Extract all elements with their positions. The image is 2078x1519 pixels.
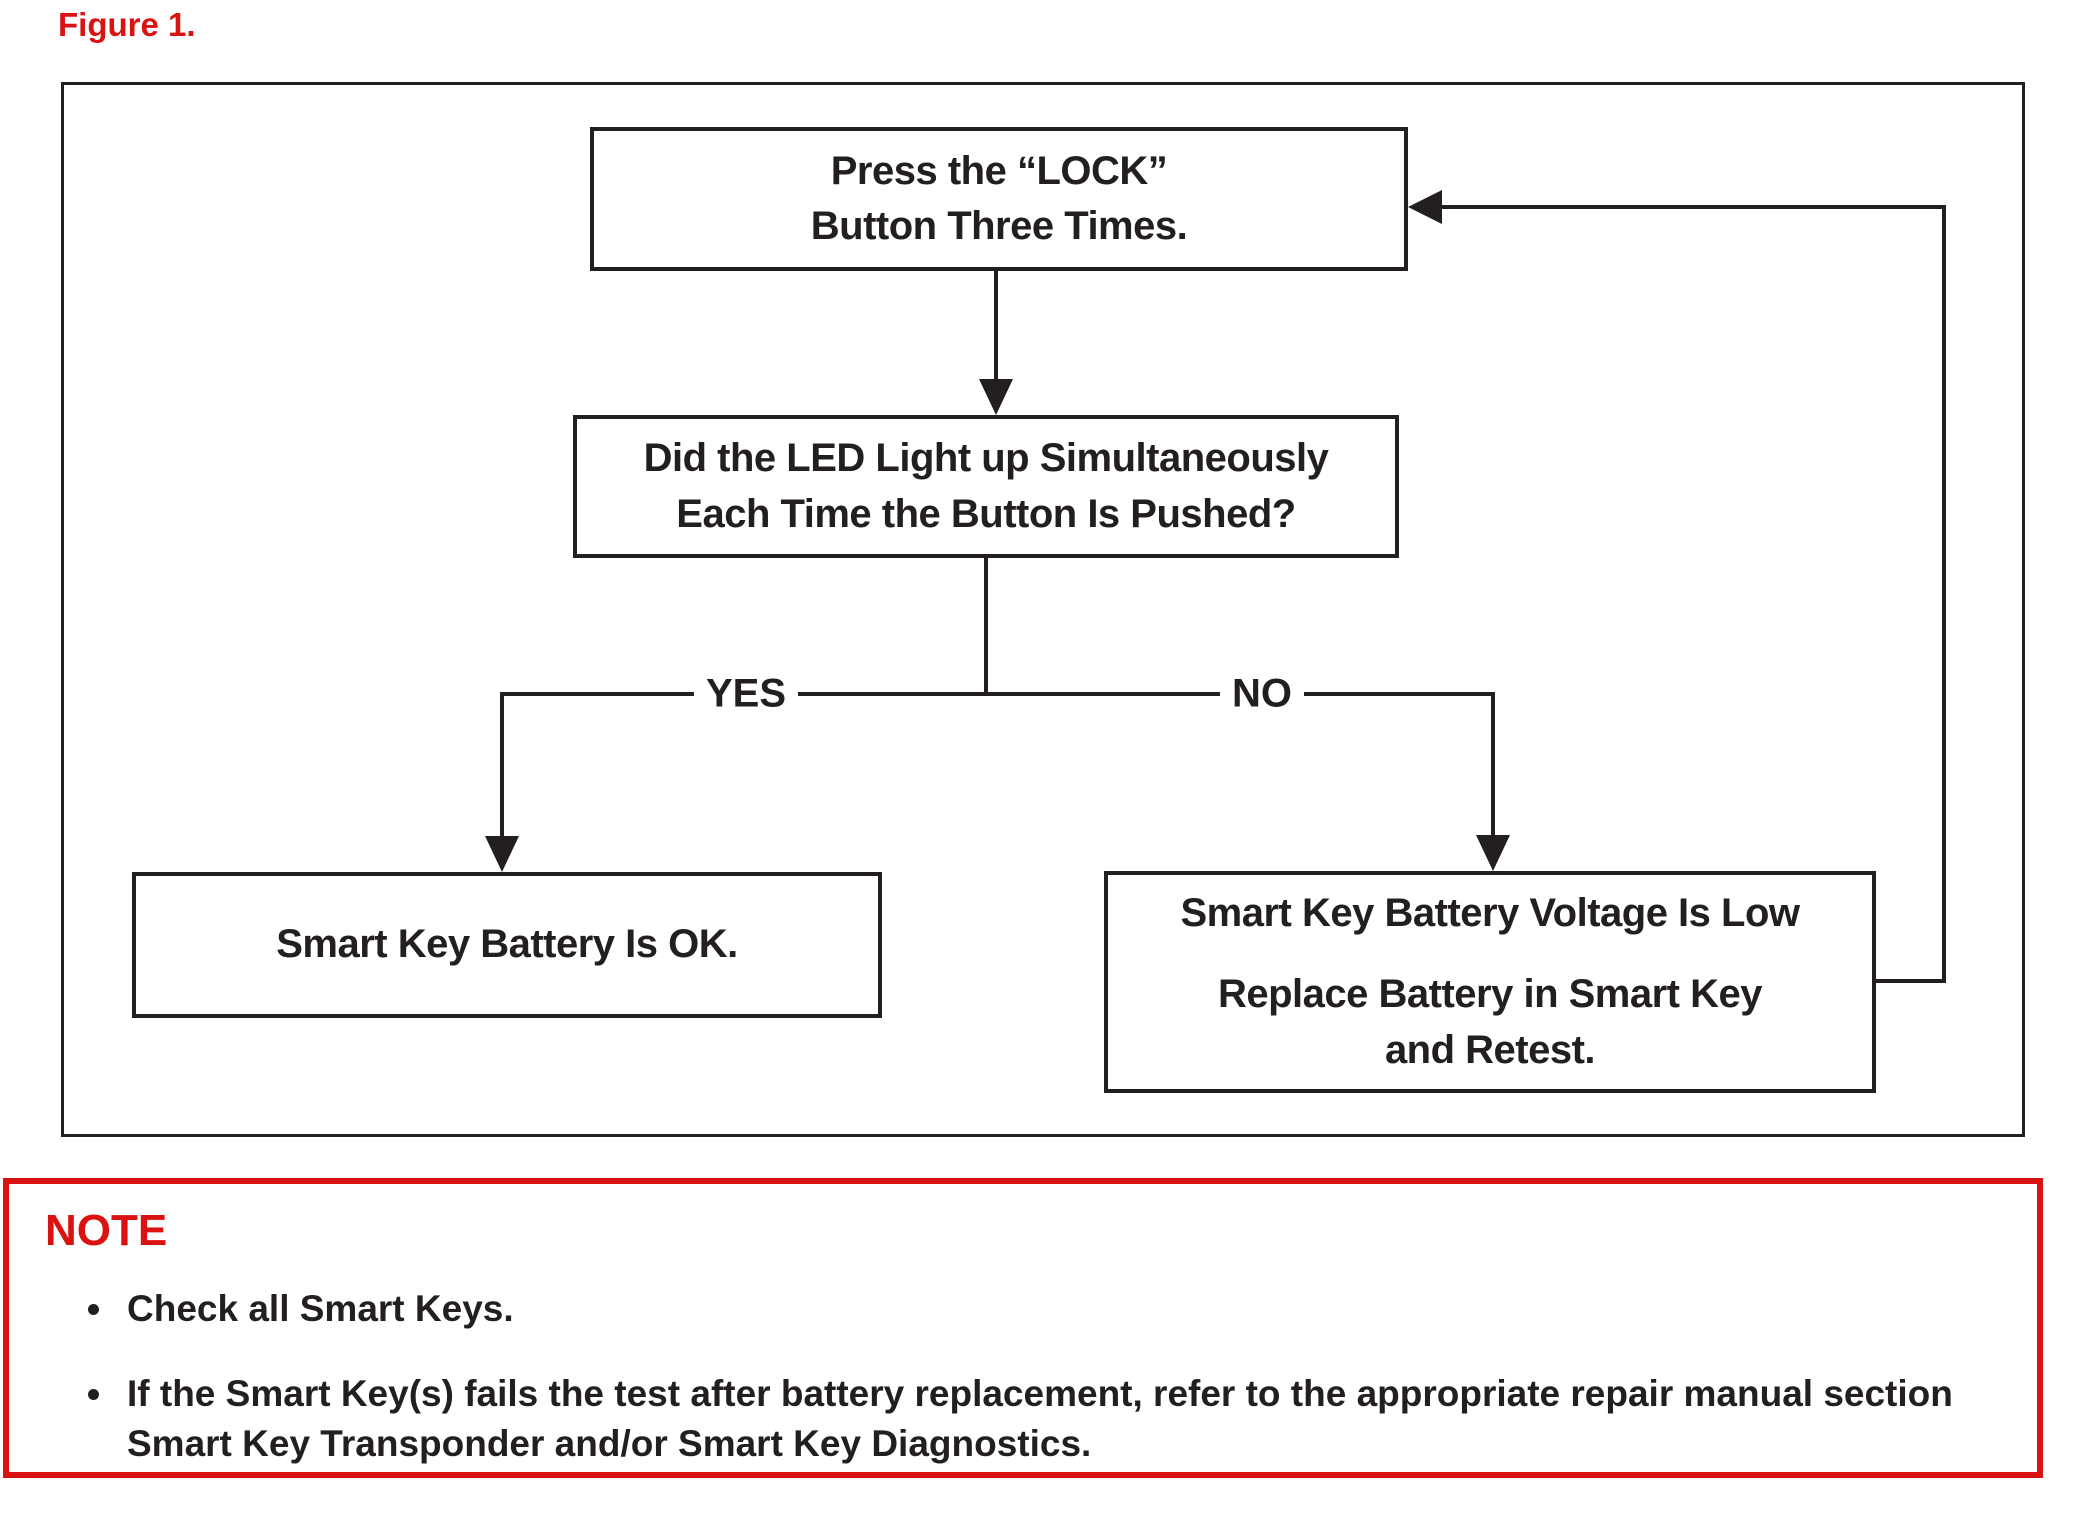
node-press-lock-line1: Press the “LOCK” xyxy=(830,148,1168,193)
node-battery-low: Smart Key Battery Voltage Is Low Replace… xyxy=(1104,871,1876,1093)
branch-horizontal-line xyxy=(502,692,1495,696)
connector-lock-to-question-line xyxy=(994,269,998,379)
feedback-loop-arrowhead-icon xyxy=(1408,190,1442,224)
node-battery-low-action-line1: Replace Battery in Smart Key xyxy=(1217,972,1763,1017)
feedback-loop-vertical-segment xyxy=(1942,205,1946,983)
figure-title: Figure 1. xyxy=(58,6,196,43)
connector-lock-to-question-arrowhead-icon xyxy=(979,379,1013,415)
note-bullet-fails-test: If the Smart Key(s) fails the test after… xyxy=(117,1369,2017,1469)
node-battery-low-action-line2: and Retest. xyxy=(1384,1027,1596,1072)
note-bullet-check-keys: Check all Smart Keys. xyxy=(117,1284,2017,1334)
feedback-loop-top-segment xyxy=(1436,205,1946,209)
yes-branch-arrowhead-icon xyxy=(485,836,519,872)
node-battery-ok: Smart Key Battery Is OK. xyxy=(132,872,882,1018)
no-branch-line xyxy=(1491,692,1495,837)
note-list: Check all Smart Keys. If the Smart Key(s… xyxy=(59,1284,2017,1469)
node-led-question-line1: Did the LED Light up Simultaneously xyxy=(643,436,1329,481)
branch-label-yes: YES xyxy=(693,671,799,717)
feedback-loop-bottom-segment xyxy=(1874,979,1946,983)
branch-label-no: NO xyxy=(1220,671,1304,717)
note-box: NOTE Check all Smart Keys. If the Smart … xyxy=(3,1178,2043,1478)
node-battery-low-heading: Smart Key Battery Voltage Is Low xyxy=(1180,891,1801,936)
no-branch-arrowhead-icon xyxy=(1476,835,1510,871)
node-led-question-line2: Each Time the Button Is Pushed? xyxy=(676,491,1296,536)
node-battery-ok-line1: Smart Key Battery Is OK. xyxy=(276,922,738,967)
note-title: NOTE xyxy=(45,1206,168,1255)
node-led-question: Did the LED Light up Simultaneously Each… xyxy=(573,415,1399,558)
connector-question-to-branch-line xyxy=(984,556,988,696)
node-press-lock: Press the “LOCK” Button Three Times. xyxy=(590,127,1408,271)
node-press-lock-line2: Button Three Times. xyxy=(810,204,1188,248)
yes-branch-line xyxy=(500,692,504,838)
